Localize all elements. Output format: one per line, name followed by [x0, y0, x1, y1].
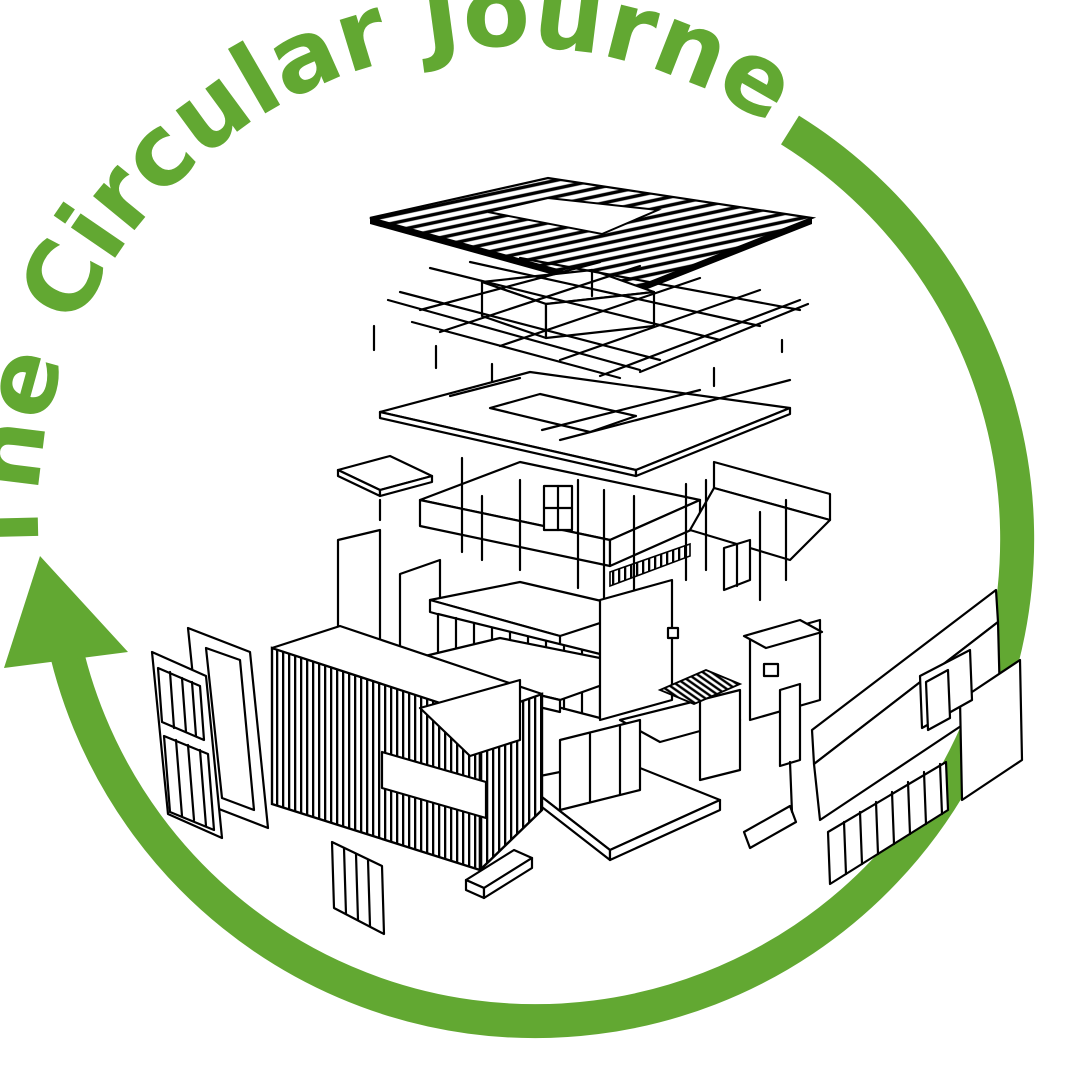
loose-door-panel: [330, 840, 386, 936]
cycle-arrow: [4, 115, 1035, 1039]
entrance-grille: [657, 669, 743, 705]
upper-floor-frame: [336, 454, 832, 602]
ground-floor-base: [518, 669, 743, 862]
loose-step-block: [464, 848, 534, 900]
roof-skylight-opening: [487, 196, 662, 236]
right-panel-glazing: [826, 760, 950, 886]
upper-window-right: [722, 538, 752, 592]
cycle-arrow-head-icon: [4, 556, 128, 668]
ceiling-slab: [378, 370, 792, 478]
cycle-arrow-stroke: [43, 115, 1035, 1039]
roof-joists: [372, 256, 810, 400]
left-panel-window: [156, 666, 216, 832]
right-annex: [742, 618, 824, 768]
upper-window: [542, 484, 574, 532]
slatted-module-window: [380, 750, 488, 820]
balcony-railing-slats: [609, 542, 691, 588]
left-wall-panels: [150, 626, 270, 840]
exploded-house-illustration: [150, 176, 1024, 936]
right-panel-window: [918, 648, 974, 732]
ceiling-stair-opening: [488, 392, 638, 434]
right-wall-panels: [742, 588, 1024, 886]
